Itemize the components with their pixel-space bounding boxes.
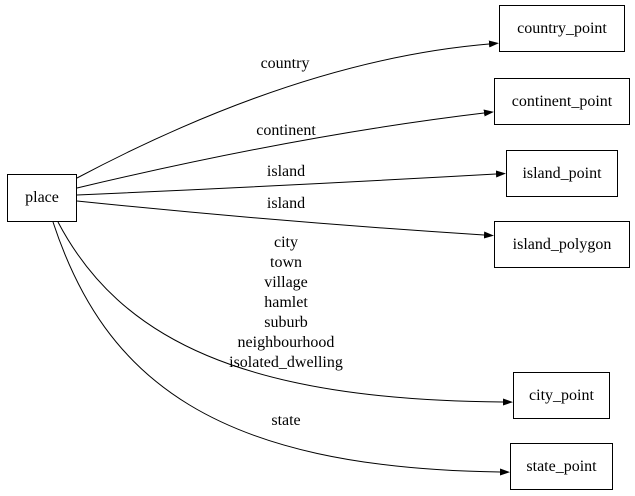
node-state_point-label: state_point [526,457,597,475]
node-city_point-label: city_point [529,386,594,404]
edge-label-state: state [271,412,301,429]
node-island_polygon-label: island_polygon [512,235,612,253]
edge-place-island_polygon [76,200,494,239]
node-island_polygon: island_polygon [494,221,630,268]
node-island_point-label: island_point [522,164,602,182]
node-country_point: country_point [499,5,625,52]
node-island_point: island_point [506,150,618,197]
edge-place-continent_point [76,109,494,189]
edge-label-city-list: city town village hamlet suburb neighbou… [229,234,343,371]
edge-label-island-polygon: island [266,195,306,212]
node-state_point: state_point [510,443,613,490]
node-city_point: city_point [513,372,610,419]
edge-place-state_point [52,221,510,476]
edge-place-country_point [76,40,499,179]
edge-label-island-point: island [266,163,306,180]
node-place-label: place [25,189,59,206]
node-country_point-label: country_point [517,19,607,37]
node-continent_point: continent_point [494,78,630,125]
edge-label-country: country [260,55,310,72]
edge-place-city_point [57,221,513,406]
edge-label-continent: continent [256,122,316,139]
edge-place-island_point [76,170,506,196]
node-place: place [7,174,77,222]
node-continent_point-label: continent_point [511,92,613,110]
